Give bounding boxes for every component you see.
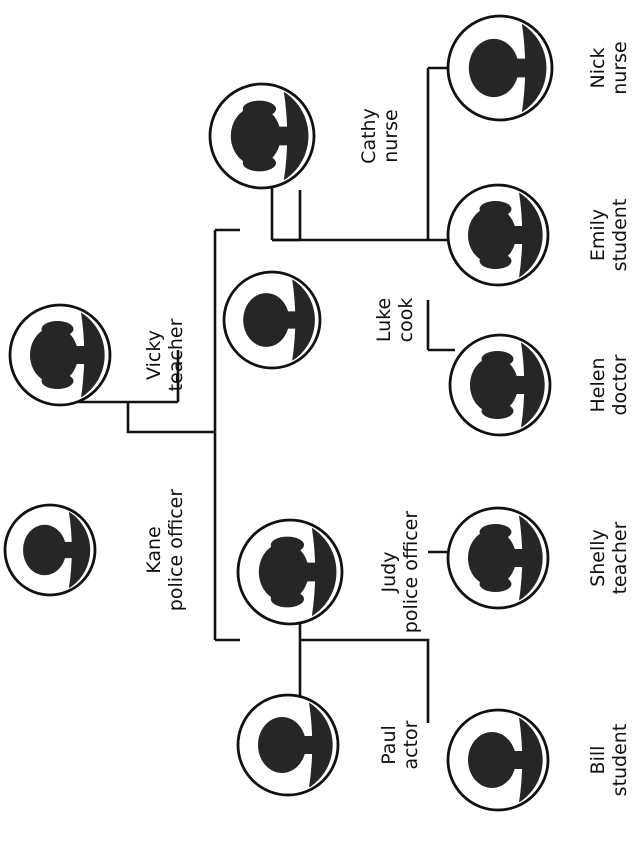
person-label: Nicknurse <box>587 41 631 94</box>
silhouette-woman-icon <box>258 527 337 617</box>
person-label: Emilystudent <box>587 199 631 272</box>
person-label: Billstudent <box>587 724 631 797</box>
person-nick: Nicknurse <box>446 14 631 122</box>
person-judy: Judypolice officer <box>236 511 422 634</box>
person-name: Kane <box>143 526 165 574</box>
person-label: Kanepolice officer <box>143 489 187 612</box>
person-role: teacher <box>609 521 631 594</box>
person-label: Lukecook <box>373 298 417 343</box>
person-kane: Kanepolice officer <box>3 489 187 612</box>
person-name: Emily <box>587 209 609 261</box>
person-luke: Lukecook <box>222 270 417 370</box>
person-label: Helendoctor <box>587 354 631 415</box>
person-bill: Billstudent <box>446 708 631 812</box>
connector-grandparents-children <box>126 228 240 642</box>
silhouette-woman-icon <box>30 312 105 398</box>
people-layer: Kanepolice officerVickyteacherJudypolice… <box>3 14 631 812</box>
silhouette-girl-icon <box>468 192 543 278</box>
silhouette-woman-icon <box>230 91 309 181</box>
person-name: Shelly <box>587 529 609 587</box>
person-role: nurse <box>380 109 402 162</box>
person-name: Luke <box>373 298 395 342</box>
person-name: Judy <box>378 552 400 594</box>
person-name: Nick <box>587 48 609 89</box>
person-name: Helen <box>587 358 609 413</box>
person-label: Paulactor <box>378 720 422 769</box>
connector-luke-children <box>272 66 455 352</box>
silhouette-boy-icon <box>468 23 547 113</box>
silhouette-man-icon <box>258 702 333 788</box>
person-role: teacher <box>165 318 187 391</box>
person-label: Shellyteacher <box>587 521 631 594</box>
person-role: cook <box>395 298 417 343</box>
person-name: Bill <box>587 746 609 775</box>
person-role: student <box>609 724 631 797</box>
silhouette-boy-icon <box>468 717 543 803</box>
person-role: actor <box>400 720 422 769</box>
person-name: Cathy <box>358 108 380 164</box>
person-label: Vickyteacher <box>143 318 187 391</box>
person-shelly: Shellyteacher <box>446 506 631 610</box>
person-role: nurse <box>609 41 631 94</box>
person-name: Paul <box>378 725 400 765</box>
silhouette-man-icon <box>22 511 91 589</box>
person-role: police officer <box>165 489 187 612</box>
person-paul: Paulactor <box>236 693 422 797</box>
person-label: Judypolice officer <box>378 511 422 634</box>
silhouette-girl-icon <box>468 515 543 601</box>
person-role: doctor <box>609 354 631 415</box>
person-helen: Helendoctor <box>448 333 631 437</box>
connector-luke-cathy <box>270 180 302 242</box>
person-role: student <box>609 199 631 272</box>
person-role: police officer <box>400 511 422 634</box>
person-emily: Emilystudent <box>446 183 631 287</box>
person-vicky: Vickyteacher <box>8 303 187 407</box>
silhouette-girl-icon <box>470 342 545 428</box>
person-label: Cathynurse <box>358 108 402 164</box>
person-cathy: Cathynurse <box>208 82 402 190</box>
person-name: Vicky <box>143 330 165 380</box>
silhouette-man-icon <box>243 279 315 361</box>
